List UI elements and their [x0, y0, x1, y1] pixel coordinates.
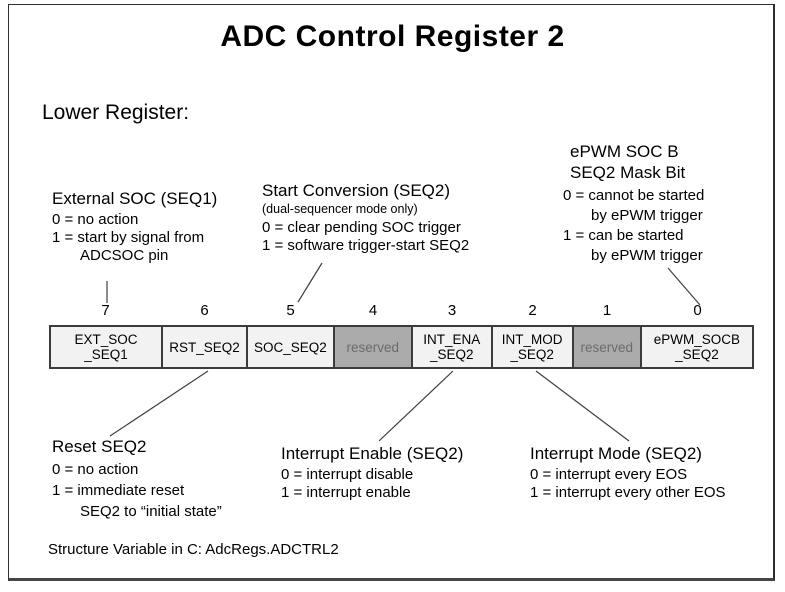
register-cell-label: _SEQ2 [429, 347, 474, 362]
annotation-line: 0 = no action [52, 461, 139, 478]
slide-frame [8, 4, 775, 581]
annotation-epwm-socb: ePWM SOC B SEQ2 Mask Bit 0 = cannot be s… [563, 141, 704, 266]
register-cell-bit3: INT_ENA _SEQ2 [410, 327, 491, 367]
bit-number-0: 0 [693, 302, 702, 319]
register-cell-label: RST_SEQ2 [169, 339, 240, 355]
annotation-interrupt-mode: Interrupt Mode (SEQ2) 0 = interrupt ever… [530, 443, 726, 502]
annotation-line: 0 = no action [52, 211, 139, 228]
annotation-start-conversion: Start Conversion (SEQ2) (dual-sequencer … [262, 180, 469, 255]
register-cell-bit2: INT_MOD _SEQ2 [490, 327, 572, 367]
register-bitfield-table: EXT_SOC _SEQ1 RST_SEQ2 SOC_SEQ2 reserved… [49, 325, 754, 369]
bit-number-4: 4 [368, 302, 378, 319]
register-cell-label: reserved [346, 339, 399, 355]
annotation-external-soc: External SOC (SEQ1) 0 = no action 1 = st… [52, 188, 217, 265]
annotation-note: (dual-sequencer mode only) [262, 202, 418, 216]
register-cell-bit6: RST_SEQ2 [161, 327, 246, 367]
annotation-line: 1 = can be started [563, 227, 684, 244]
page-title: ADC Control Register 2 [220, 20, 565, 53]
register-cell-bit5: SOC_SEQ2 [245, 327, 333, 367]
annotation-interrupt-enable: Interrupt Enable (SEQ2) 0 = interrupt di… [281, 443, 463, 502]
annotation-heading: Start Conversion (SEQ2) [262, 181, 451, 200]
annotation-line: 0 = interrupt every EOS [530, 466, 688, 483]
register-cell-bit4-reserved: reserved [332, 327, 411, 367]
register-cell-label: _SEQ1 [84, 347, 128, 362]
structure-variable-note: Structure Variable in C: AdcRegs.ADCTRL2 [48, 541, 339, 558]
bit-number-2: 2 [528, 302, 537, 319]
annotation-line: 1 = interrupt enable [281, 484, 411, 501]
annotation-reset-seq2: Reset SEQ2 0 = no action 1 = immediate r… [52, 436, 222, 522]
annotation-line: ADCSOC pin [80, 247, 169, 264]
annotation-line: 0 = interrupt disable [281, 466, 414, 483]
register-cell-bit1-reserved: reserved [571, 327, 640, 367]
annotation-line: 1 = interrupt every other EOS [530, 484, 726, 501]
annotation-heading: Reset SEQ2 [52, 437, 147, 456]
annotation-line: 0 = clear pending SOC trigger [262, 219, 461, 236]
annotation-heading: Interrupt Mode (SEQ2) [530, 444, 702, 463]
register-cell-label: INT_MOD [501, 332, 563, 347]
annotation-line: 1 = software trigger-start SEQ2 [262, 237, 470, 254]
annotation-heading: SEQ2 Mask Bit [570, 163, 686, 182]
annotation-heading: External SOC (SEQ1) [52, 189, 218, 208]
bit-number-3: 3 [447, 302, 457, 319]
register-cell-label: ePWM_SOCB [653, 332, 741, 347]
register-cell-label: reserved [580, 339, 634, 355]
annotation-line: 1 = immediate reset [52, 482, 185, 499]
register-cell-label: EXT_SOC [74, 332, 138, 347]
annotation-heading: ePWM SOC B [570, 142, 679, 161]
annotation-line: by ePWM trigger [591, 207, 703, 224]
subtitle-lower-register: Lower Register: [42, 101, 190, 124]
register-cell-bit7: EXT_SOC _SEQ1 [51, 327, 162, 367]
bit-number-1: 1 [602, 302, 612, 319]
annotation-line: 1 = start by signal from [52, 229, 205, 246]
annotation-heading: Interrupt Enable (SEQ2) [281, 444, 464, 463]
register-cell-label: SOC_SEQ2 [253, 339, 327, 355]
annotation-line: SEQ2 to “initial state” [80, 503, 222, 520]
bit-number-7: 7 [101, 302, 110, 319]
annotation-line: 0 = cannot be started [563, 187, 705, 204]
bit-number-5: 5 [286, 302, 295, 319]
annotation-line: by ePWM trigger [591, 247, 703, 264]
register-cell-bit0: ePWM_SOCB _SEQ2 [639, 327, 752, 367]
register-cell-label: _SEQ2 [675, 347, 719, 362]
register-cell-label: INT_ENA [423, 332, 481, 347]
register-cell-label: _SEQ2 [510, 347, 554, 362]
bit-number-6: 6 [200, 302, 209, 319]
